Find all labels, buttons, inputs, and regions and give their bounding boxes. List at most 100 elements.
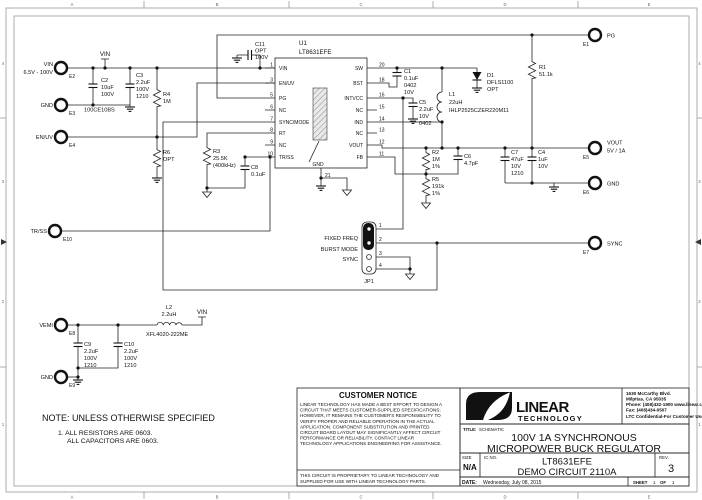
label-c5: 0402 (419, 121, 431, 127)
terminal-label: VIN (44, 62, 53, 68)
terminal-id: E6 (583, 190, 589, 196)
component-labels: C2 10uF 100V 100CE10BS C3 2.2uF 100V 121… (84, 42, 553, 369)
customer-notice: CUSTOMER NOTICE LINEAR TECHNOLOGY HAS MA… (300, 391, 443, 484)
terminal-id: E2 (69, 74, 75, 80)
demo-circuit-number: DEMO CIRCUIT 2110A (518, 467, 618, 478)
grid-row-label: 3 (698, 179, 701, 184)
title-type: SCHEMATIC (479, 427, 504, 432)
label-r5: 191k (432, 184, 444, 190)
notice-line: PERFORMANCE OR RELIABILITY. CONTACT LINE… (300, 436, 415, 441)
pin-stubs (265, 67, 377, 158)
lt-logo-mark (488, 392, 512, 420)
grid-row-label: 1 (698, 422, 701, 427)
grid-col-label: B (216, 2, 219, 7)
pin-number: 8 (270, 128, 273, 134)
label-c10: C10 (124, 342, 134, 348)
label-r1: R1 (539, 65, 546, 71)
label-r6: R6 (163, 150, 170, 156)
date-value: Wednesday, July 08, 2015 (483, 480, 542, 486)
jumper-mode-label: SYNC (342, 257, 358, 263)
pin-name: NC (356, 108, 364, 114)
chip-refdes: U1 (299, 40, 307, 47)
notice-line: APPLICATION. COMPONENT SUBSTITUTION AND … (300, 424, 430, 429)
label-c11: C11 (255, 42, 265, 48)
terminal-e2: VIN 6.5V - 100V E2 (23, 60, 75, 80)
label-c7: C7 (511, 150, 518, 156)
label-c2-part: 100CE10BS (84, 108, 115, 114)
pin-name: VIN (279, 66, 288, 72)
resistor-r5 (421, 176, 431, 198)
label-d1: DFLS1100 (487, 80, 513, 86)
terminal-e5: VOUT 5V / 1A E5 (583, 141, 626, 162)
pin-name: VOUT (349, 143, 363, 149)
label-c10: 100V (124, 356, 137, 362)
label-c10: 2.2uF (124, 349, 139, 355)
pin-name: SYNC/MODE (279, 120, 310, 126)
label-r6: OPT (163, 157, 175, 163)
pin-number: 11 (379, 152, 384, 158)
pin-number: 9 (270, 140, 273, 146)
title-block: CUSTOMER NOTICE LINEAR TECHNOLOGY HAS MA… (296, 387, 702, 487)
label-r3: (400kHz) (213, 163, 236, 169)
note-title: NOTE: UNLESS OTHERWISE SPECIFIED (42, 413, 215, 423)
label-r4: R4 (163, 92, 170, 98)
notice-line: CIRCUIT THAT MEETS CUSTOMER-SUPPLIED SPE… (300, 408, 441, 413)
label-c6: C6 (464, 154, 471, 160)
notice-line: TECHNOLOGY APPLICATIONS ENGINEERING FOR … (300, 441, 442, 446)
pin-number: 6 (270, 105, 273, 111)
label-r5: R5 (432, 177, 439, 183)
pin-name: RT (279, 131, 286, 137)
label-r3: R3 (213, 149, 220, 155)
terminal-e9: GND E9 (41, 369, 75, 389)
note-line: ALL CAPACITORS ARE 0603. (67, 438, 159, 445)
schematic-title-line2: MICROPOWER BUCK REGULATOR (487, 443, 661, 455)
logo-address: 1630 McCarthy Blvd. (626, 391, 671, 396)
pin-name: NC (279, 108, 287, 114)
terminal-e4: EN/UV E4 (36, 129, 75, 149)
label-c11: OPT (255, 49, 267, 55)
diode-d1 (472, 72, 482, 80)
pin-number: 10 (267, 152, 273, 158)
pin-name: NC (279, 143, 287, 149)
label-l2-part: XFL4020-222ME (146, 332, 189, 338)
label-c11: 100V (255, 55, 268, 61)
junction-dots (76, 33, 534, 379)
terminal-e1: PG E1 (583, 27, 615, 48)
label-c10: 1210 (124, 363, 136, 369)
resistor-r4 (152, 87, 162, 109)
capacitor-c9 (72, 342, 84, 348)
grid-col-label: D (503, 495, 506, 500)
label-c9: 2.2uF (84, 349, 99, 355)
logo-name: LINEAR (516, 399, 570, 416)
pin-number: 16 (379, 93, 385, 99)
capacitor-c1 (391, 71, 403, 77)
pin-name: BST (353, 81, 363, 87)
label-c7: 1210 (511, 171, 523, 177)
notice-footer: SUPPLIED FOR USE WITH LINEAR TECHNOLOGY … (300, 479, 426, 484)
sheet-number: 1 (653, 480, 656, 485)
label-l2: L2 (166, 305, 172, 311)
label-c8: C8 (251, 165, 258, 171)
passive-symbols (72, 59, 538, 348)
title-fields: TITLE: SCHEMATIC 100V 1A SYNCHRONOUS MIC… (462, 427, 675, 486)
jumper-shunt (363, 223, 374, 250)
grid-row-label: 4 (2, 61, 5, 66)
terminal-label: GND (607, 182, 619, 188)
capacitor-c3 (124, 83, 136, 89)
grid-col-label: C (359, 2, 362, 7)
title-label: TITLE: (463, 427, 477, 432)
label-r2: 1% (432, 164, 440, 170)
label-c2: 10uF (101, 85, 114, 91)
size-value: N/A (463, 463, 477, 472)
sheet-of-label: OF (660, 480, 666, 485)
terminal-label: VEMI (39, 323, 53, 329)
capacitor-c6 (452, 155, 464, 161)
label-r3: 25.5K (213, 156, 228, 162)
label-c3: 1210 (136, 94, 148, 100)
lt-logo-mark (466, 392, 511, 420)
exposed-pad (312, 87, 328, 141)
notice-line: VERIFY PROPER AND RELIABLE OPERATION IN … (300, 419, 435, 424)
capacitor-c10 (112, 342, 124, 348)
terminal-label: GND (41, 103, 53, 109)
grid-col-label: C (359, 495, 362, 500)
